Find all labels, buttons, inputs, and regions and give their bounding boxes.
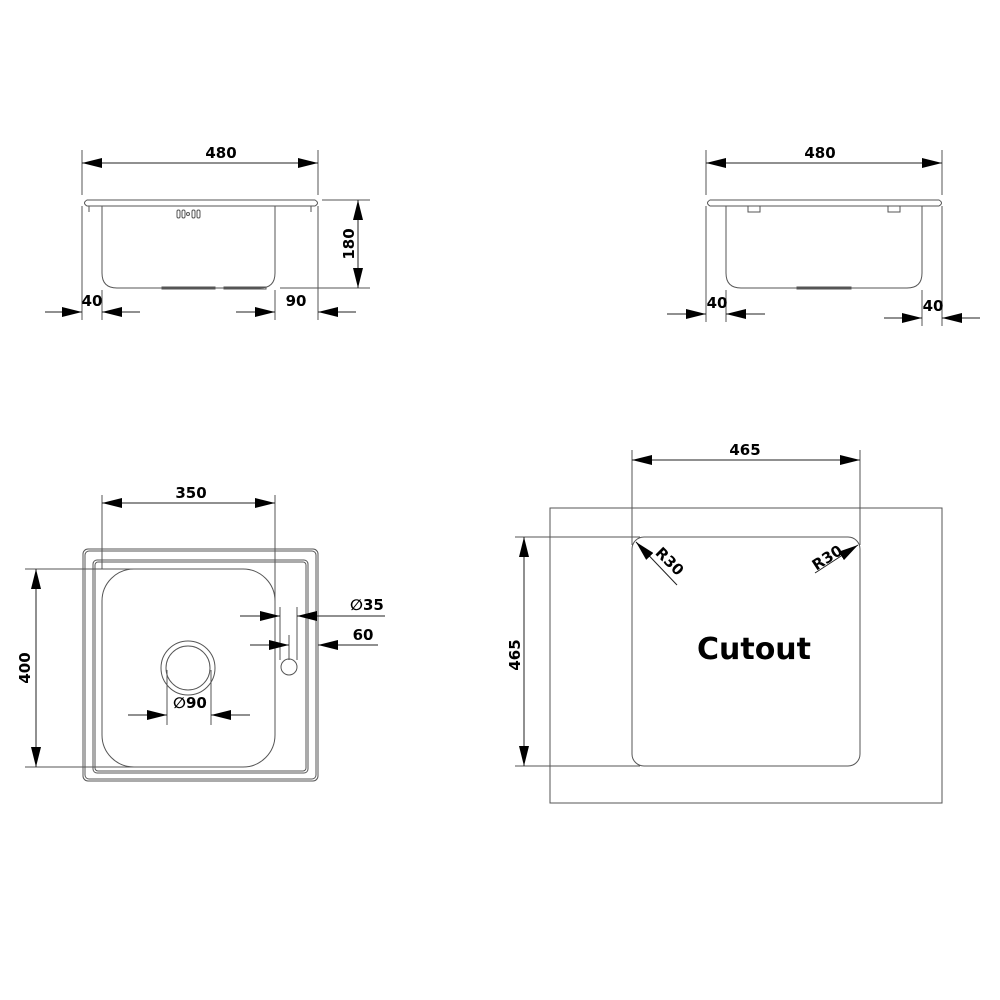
side-view: 480 40 40 [667,144,980,326]
dimension-label-width: 480 [804,144,835,162]
dimension-label-left-offset: 40 [82,292,103,310]
radius-label-left: R30 [652,544,688,580]
drain-profile [161,286,216,290]
dimension-label-bowl-length: 400 [16,652,34,683]
dimension-label-tap-hole: ∅35 [350,596,384,614]
overflow-slots-icon [176,209,201,219]
dimension-label-left-offset: 40 [707,294,728,312]
radius-leader-left [635,541,678,586]
dimension-label-height: 180 [340,228,358,259]
mounting-clip [747,205,761,213]
cutout-outline [631,536,861,767]
dimension-label-bowl-width: 350 [175,484,206,502]
dimension-label-right-offset: 90 [286,292,307,310]
sink-inner-rim [92,559,309,774]
dimension-label-tap-offset: 60 [353,626,374,644]
sink-bowl-profile [725,206,923,289]
top-view: 350 400 ∅35 60 ∅90 [16,484,385,782]
radius-label-right: R30 [809,541,846,574]
front-side-view: 480 180 40 90 [45,144,370,320]
tap-hole [280,658,298,676]
sink-inner-rim [94,561,307,772]
sink-bowl [101,568,276,768]
cutout-view: 465 465 R30 R30 Cutout [506,441,943,804]
drain-profile [796,286,852,290]
dimension-label-drain: ∅90 [173,694,207,712]
drain-profile [223,286,267,290]
sink-rim [707,199,942,207]
countertop-outline [549,507,943,804]
radius-leader-right [814,544,859,574]
dimension-label-cutout-width: 465 [729,441,760,459]
sink-outline [82,548,319,782]
sink-bowl-profile [101,206,276,289]
dimension-label-right-offset: 40 [923,297,944,315]
dimension-label-cutout-height: 465 [506,639,524,670]
drain-outer-circle [160,640,216,696]
drain-inner-circle [165,645,211,691]
sink-outline [84,550,317,780]
dimension-label-width: 480 [205,144,236,162]
mounting-clip [887,205,901,213]
cutout-label: Cutout [697,632,811,667]
sink-rim [84,199,318,207]
